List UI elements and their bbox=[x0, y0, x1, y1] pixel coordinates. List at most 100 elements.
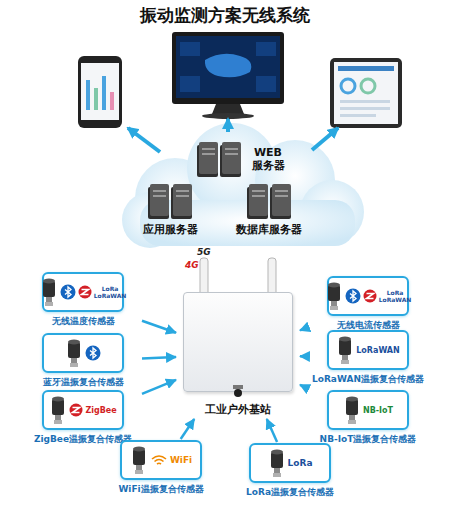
decor-path bbox=[65, 287, 71, 297]
connector-arrow bbox=[300, 327, 309, 330]
decor-rect bbox=[199, 142, 218, 174]
logo-column: NB-IoT bbox=[363, 406, 393, 415]
decor-path bbox=[73, 408, 80, 413]
sensor-box: LoRaLoRaWAN bbox=[42, 272, 124, 312]
sensor-node: LoRaLoRaWAN无线温度传感器 bbox=[25, 272, 141, 328]
decor-rect bbox=[153, 190, 166, 192]
server-node: 数据库服务器 bbox=[224, 182, 314, 237]
decor-rect bbox=[256, 76, 276, 92]
decor-svg bbox=[246, 182, 292, 220]
decor-g bbox=[122, 123, 364, 248]
decor-ellipse bbox=[133, 447, 145, 452]
decor-rect bbox=[94, 88, 98, 110]
bt-icon bbox=[60, 284, 76, 300]
decor-circle bbox=[234, 389, 242, 397]
decor-path bbox=[81, 290, 88, 295]
decor-rect bbox=[252, 190, 265, 192]
connector-arrow bbox=[142, 380, 176, 394]
decor-ellipse bbox=[346, 397, 358, 402]
decor-rect bbox=[340, 100, 390, 103]
decor-rect bbox=[46, 297, 52, 302]
sensor-icon bbox=[325, 281, 343, 311]
sensor-node: 蓝牙温振复合传感器 bbox=[25, 333, 141, 389]
decor-line bbox=[128, 128, 160, 152]
decor-rect bbox=[340, 114, 376, 117]
decor-circle bbox=[345, 289, 360, 304]
station-box bbox=[183, 292, 293, 392]
sensor-node: NB-IoTNB-IoT温振复合传感器 bbox=[310, 390, 426, 446]
sensor-caption: LoRaWAN温振复合传感器 bbox=[310, 373, 426, 386]
sensor-caption: 蓝牙温振复合传感器 bbox=[25, 376, 141, 389]
decor-circle bbox=[60, 285, 75, 300]
sensor-icon bbox=[130, 445, 148, 475]
wifi-icon bbox=[150, 453, 168, 467]
decor-svg bbox=[150, 453, 168, 467]
sensor-icon bbox=[40, 277, 58, 307]
decor-rect bbox=[153, 195, 166, 197]
server-node: 应用服务器 bbox=[130, 182, 210, 237]
zig-icon bbox=[69, 403, 83, 417]
decor-svg bbox=[268, 448, 286, 478]
server-icon bbox=[246, 182, 292, 220]
decor-rect bbox=[342, 355, 348, 360]
network-logo: 4G bbox=[185, 260, 199, 270]
decor-svg bbox=[325, 281, 343, 311]
diagram-title: 振动监测方案无线系统 bbox=[0, 4, 449, 27]
bt-icon bbox=[85, 345, 101, 361]
decor-ellipse bbox=[52, 397, 64, 402]
sensor-box bbox=[42, 333, 124, 373]
logo-column: WiFi bbox=[170, 455, 192, 465]
protocol-logo: LoRa bbox=[102, 285, 119, 292]
decor-svg bbox=[230, 385, 246, 397]
decor-rect bbox=[349, 415, 355, 420]
decor-rect bbox=[341, 360, 349, 364]
decor-rect bbox=[222, 142, 241, 174]
decor-circle bbox=[361, 79, 375, 93]
decor-ellipse bbox=[202, 113, 254, 119]
logo-column: LoRa bbox=[288, 458, 313, 468]
decor-circle bbox=[363, 290, 376, 303]
decor-rect bbox=[275, 190, 288, 192]
sensor-box: WiFi bbox=[120, 440, 202, 480]
decor-svg bbox=[196, 140, 242, 178]
decor-rect bbox=[338, 66, 394, 71]
decor-rect bbox=[273, 473, 281, 477]
decor-rect bbox=[55, 415, 61, 420]
decor-rect bbox=[70, 363, 78, 367]
decor-ellipse bbox=[328, 283, 340, 288]
decor-rect bbox=[330, 58, 402, 128]
decor-rect bbox=[330, 306, 338, 310]
decor-svg bbox=[343, 395, 361, 425]
decor-line bbox=[312, 128, 338, 150]
decor-path bbox=[205, 54, 251, 78]
station-port bbox=[230, 385, 246, 397]
decor-rect bbox=[172, 32, 284, 104]
decor-rect bbox=[176, 36, 280, 98]
decor-rect bbox=[176, 190, 189, 192]
decor-svg bbox=[130, 445, 148, 475]
sensor-box: ZigBee bbox=[42, 390, 124, 430]
sensor-icon bbox=[336, 335, 354, 365]
decor-rect bbox=[78, 56, 122, 128]
sensor-caption: WiFi温振复合传感器 bbox=[103, 483, 219, 496]
decor-path bbox=[152, 456, 166, 464]
decor-rect bbox=[225, 153, 238, 155]
decor-rect bbox=[233, 385, 243, 389]
logo-column: ZigBee bbox=[85, 406, 116, 415]
decor-rect bbox=[102, 76, 106, 110]
decor-ellipse bbox=[43, 279, 55, 284]
sensor-caption: LoRa温振复合传感器 bbox=[232, 486, 348, 499]
decor-rect bbox=[86, 80, 90, 110]
decor-rect bbox=[202, 148, 215, 150]
decor-rect bbox=[180, 42, 200, 56]
sensor-node: ZigBeeZigBee温振复合传感器 bbox=[25, 390, 141, 446]
connector-arrow bbox=[267, 419, 277, 442]
network-logo: 5G bbox=[197, 247, 211, 257]
server-icon bbox=[196, 140, 242, 178]
decor-svg bbox=[363, 289, 377, 303]
decor-circle bbox=[341, 79, 355, 93]
decor-rect bbox=[176, 195, 189, 197]
